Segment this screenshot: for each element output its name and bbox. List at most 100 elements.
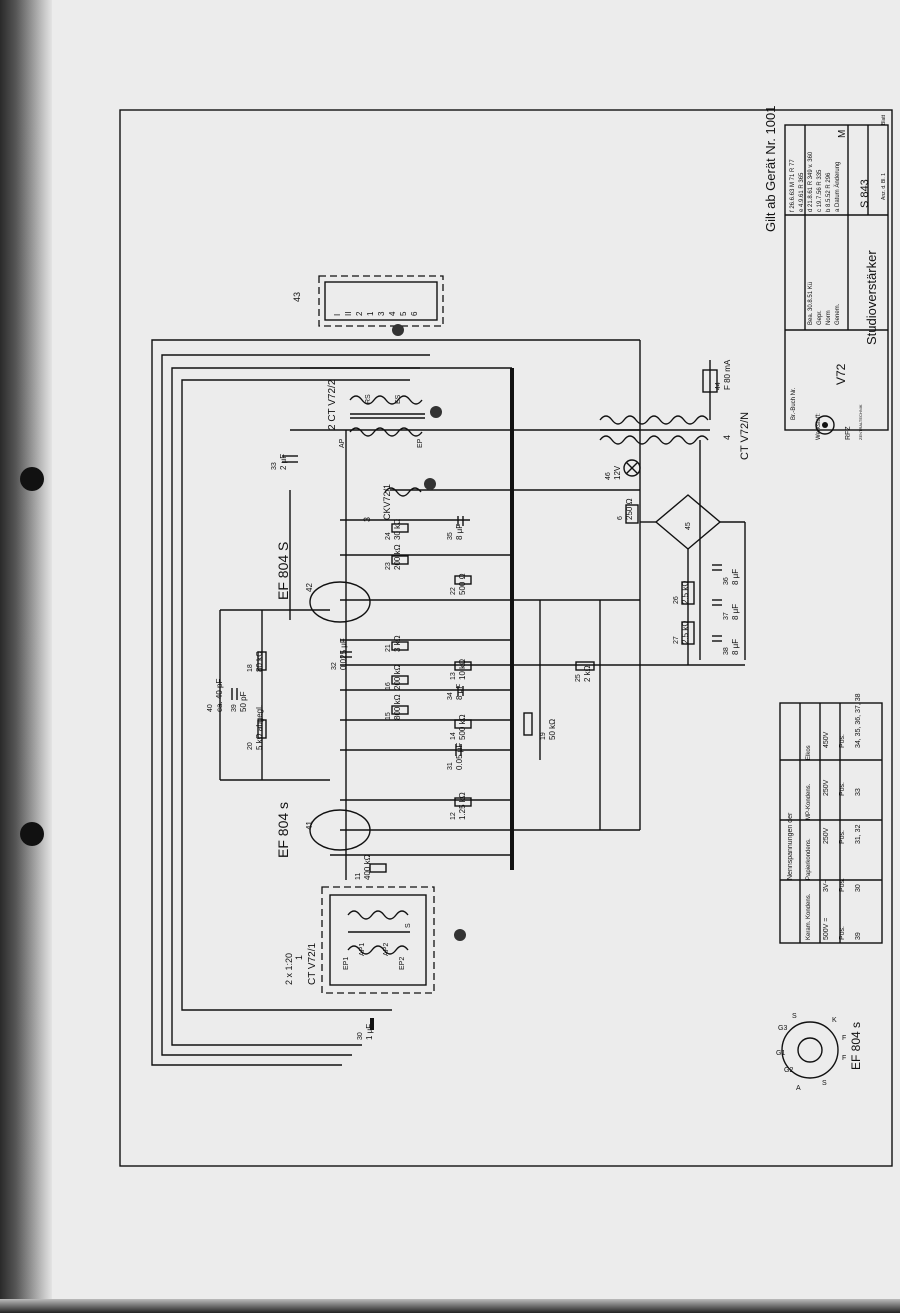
component-ref: 40 bbox=[207, 704, 214, 712]
input-transformer-box bbox=[329, 894, 427, 986]
input-transformer-name: CT V72/1 bbox=[307, 943, 318, 985]
scan-bottom-edge bbox=[0, 1299, 900, 1313]
tube-ref-v1: 41 bbox=[305, 821, 314, 830]
ground-terminal bbox=[424, 478, 436, 490]
resistor-22 bbox=[454, 575, 472, 585]
resistor-23 bbox=[391, 555, 409, 565]
component-value: 8 μF bbox=[455, 524, 464, 540]
input-winding bbox=[347, 945, 409, 955]
choke-name: CKV72/1 bbox=[382, 484, 392, 520]
feed-line bbox=[181, 379, 410, 1011]
component-value: 500 Ω bbox=[458, 573, 467, 595]
pinout-socket bbox=[781, 1021, 839, 1079]
table-cell: Pos. bbox=[839, 878, 846, 892]
pinout-pin: F bbox=[842, 1035, 846, 1042]
component-value: F 80 mA bbox=[723, 359, 732, 390]
input-transformer-ref: 1 bbox=[294, 955, 304, 960]
component-ref: 46 bbox=[605, 472, 612, 480]
input-transformer-shield bbox=[321, 886, 435, 994]
component-value: 1.25 kΩ bbox=[458, 792, 467, 820]
component-ref: 14 bbox=[450, 732, 457, 740]
connector-pin: 1 bbox=[366, 311, 375, 316]
component-value: 800 kΩ bbox=[393, 694, 402, 720]
winding-label: AP1 bbox=[359, 943, 366, 956]
component-ref: 24 bbox=[385, 532, 392, 540]
resistor-24 bbox=[391, 523, 409, 533]
winding-label: ES bbox=[395, 394, 402, 404]
component-value: 2 μF bbox=[279, 454, 288, 470]
pinout-title: EF 804 s bbox=[849, 1022, 863, 1070]
component-value: 2.5 kΩ bbox=[681, 621, 690, 644]
pinout-pin: G3 bbox=[778, 1025, 787, 1032]
ground-terminal bbox=[454, 929, 466, 941]
pilot-lamp bbox=[623, 459, 641, 477]
table-cell: 250V bbox=[823, 779, 830, 796]
component-ref: 38 bbox=[723, 647, 730, 655]
component-ref: 35 bbox=[447, 532, 454, 540]
component-value: 8 μF bbox=[455, 684, 464, 700]
table-column-header: Papierkondens. bbox=[806, 838, 812, 880]
maker-logo bbox=[815, 415, 835, 435]
choke-ref: 3 bbox=[362, 517, 372, 522]
output-transformer-name: 2 CT V72/2 bbox=[327, 379, 338, 430]
table-cell: 450V bbox=[823, 731, 830, 748]
resistor-11 bbox=[369, 863, 387, 873]
drawing-number: S 843 bbox=[859, 179, 871, 208]
component-ref: 12 bbox=[450, 812, 457, 820]
component-value: 2.5 kΩ bbox=[681, 581, 690, 604]
component-ref: 36 bbox=[723, 577, 730, 585]
revision-row: c 19.7.56 R 335 bbox=[817, 169, 823, 212]
connector-pin: 5 bbox=[399, 311, 408, 316]
component-ref: 20 bbox=[247, 742, 254, 750]
component-ref: 45 bbox=[685, 522, 692, 530]
revision-row: d 21.8.61 R 349 v. 360 bbox=[808, 151, 814, 212]
revision-row: e 4.9.61 R 365 bbox=[799, 172, 805, 212]
tube-type-v2: EF 804 S bbox=[275, 542, 291, 600]
connector-pin: 2 bbox=[355, 311, 364, 316]
title-text: Studioverstärker bbox=[864, 250, 879, 345]
component-ref: 44 bbox=[715, 382, 722, 390]
input-winding bbox=[347, 910, 409, 920]
pinout-pin: G1 bbox=[776, 1050, 785, 1057]
mains-transformer-name: CT V72/N bbox=[739, 412, 751, 460]
table-cell: 33 bbox=[855, 788, 862, 796]
tube-ref-v2: 42 bbox=[305, 583, 314, 592]
revision-row: b 8.5.52 R 296 bbox=[826, 172, 832, 212]
component-value: 12V bbox=[613, 465, 622, 480]
sheet-count: Anz. d. Bl. 1 bbox=[881, 173, 887, 200]
book-number-label: Br.-Buch Nr. bbox=[791, 387, 797, 420]
pinout-pin: S bbox=[822, 1080, 827, 1087]
component-ref: 22 bbox=[450, 587, 457, 595]
pinout-pin: G2 bbox=[784, 1067, 793, 1074]
connector-pin: 4 bbox=[388, 311, 397, 316]
component-ref: 23 bbox=[385, 562, 392, 570]
component-value: 10 kΩ bbox=[458, 659, 467, 680]
pinout-pin: S bbox=[792, 1013, 797, 1020]
component-ref: 16 bbox=[385, 682, 392, 690]
component-value: ca. 40 pF bbox=[215, 679, 224, 712]
maker-name: RFZ bbox=[845, 426, 852, 440]
maker-logo bbox=[822, 422, 828, 428]
resistor-26 bbox=[681, 581, 695, 605]
component-value: 8 μF bbox=[731, 639, 740, 655]
component-ref: 19 bbox=[540, 732, 547, 740]
punch-hole bbox=[20, 822, 44, 846]
connector-pin: I bbox=[333, 314, 342, 316]
component-ref: 26 bbox=[673, 596, 680, 604]
component-ref: 11 bbox=[355, 873, 362, 880]
component-value: 0.025 μF bbox=[339, 638, 348, 670]
resistor-16 bbox=[391, 675, 409, 685]
pinout-pin: K bbox=[832, 1017, 837, 1024]
resistor-14 bbox=[454, 719, 472, 729]
workshop-label: Werkstoff: bbox=[816, 413, 822, 440]
component-ref: 34 bbox=[447, 692, 454, 700]
table-column-header: Keram. Kondens. bbox=[806, 893, 812, 940]
component-value: 400 kΩ bbox=[363, 854, 372, 880]
component-value: 80 kΩ bbox=[255, 651, 264, 672]
component-ref: 32 bbox=[331, 662, 338, 670]
connector-43 bbox=[324, 281, 438, 321]
winding-label: EP bbox=[417, 438, 424, 448]
component-value: 3 kΩ bbox=[393, 635, 402, 652]
mains-transformer-winding bbox=[599, 415, 709, 425]
